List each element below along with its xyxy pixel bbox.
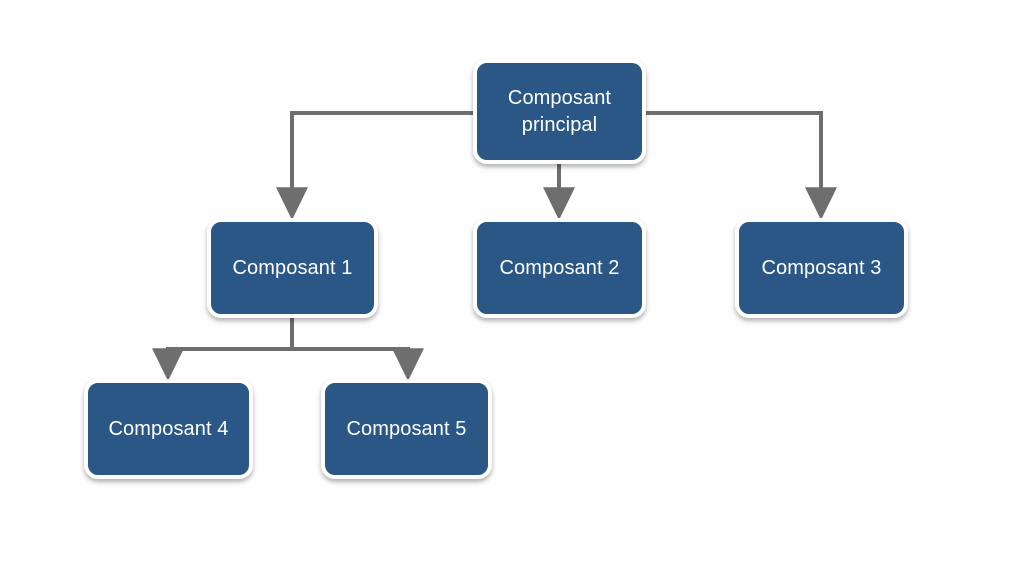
node-label: Composant 3 (761, 256, 882, 279)
node-label: Composant 2 (499, 256, 620, 279)
edge-root-to-composant-3 (646, 111, 837, 220)
node-composant-3[interactable]: Composant 3 (735, 218, 908, 318)
node-label: Composant principal (507, 86, 612, 136)
node-composant-2[interactable]: Composant 2 (473, 218, 646, 318)
node-label: Composant 4 (108, 417, 229, 440)
edge-composant-1-to-composant-5 (292, 347, 424, 381)
node-composant-4[interactable]: Composant 4 (84, 379, 253, 479)
node-label: Composant 1 (232, 256, 353, 279)
node-composant-principal[interactable]: Composant principal (473, 59, 646, 164)
node-composant-1[interactable]: Composant 1 (207, 218, 378, 318)
node-label: Composant 5 (346, 417, 467, 440)
edge-root-to-composant-1 (276, 111, 473, 220)
edge-composant-1-to-composant-4 (152, 318, 294, 381)
node-composant-5[interactable]: Composant 5 (321, 379, 492, 479)
